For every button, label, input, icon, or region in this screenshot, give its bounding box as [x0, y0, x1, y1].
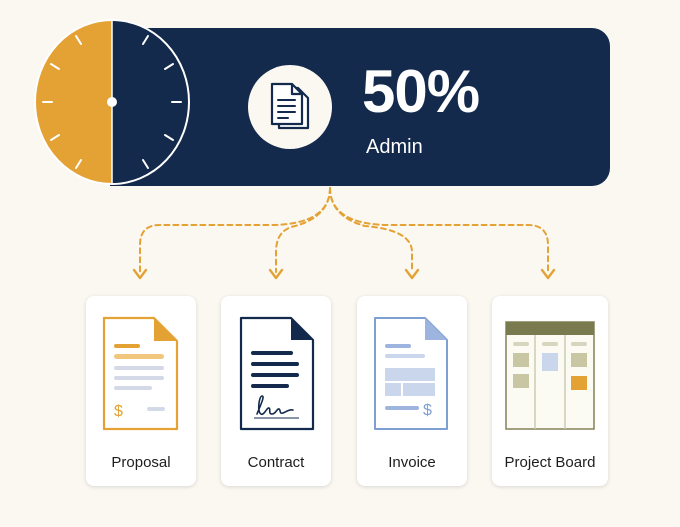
arrowhead-board — [540, 268, 556, 280]
connector-proposal — [139, 187, 331, 273]
project-board-icon — [505, 321, 595, 430]
connector-contract — [275, 187, 331, 273]
proposal-label: Proposal — [111, 454, 171, 471]
invoice-label: Invoice — [388, 454, 436, 471]
proposal-document-icon: $ — [102, 316, 179, 431]
contract-card: Contract — [221, 296, 331, 486]
arrowhead-invoice — [404, 268, 420, 280]
proposal-card: $ Proposal — [86, 296, 196, 486]
contract-document-icon — [239, 316, 315, 431]
contract-label: Contract — [247, 454, 305, 471]
admin-banner — [110, 28, 610, 186]
connector-board — [329, 187, 549, 273]
connector-invoice — [329, 187, 413, 273]
admin-percentage: 50% — [362, 58, 480, 125]
project-board-label: Project Board — [504, 454, 596, 471]
svg-text:$: $ — [114, 403, 123, 420]
invoice-document-icon: $ — [374, 317, 448, 430]
half-clock-icon — [34, 19, 190, 185]
arrowhead-contract — [268, 268, 284, 280]
document-stack-icon — [270, 82, 310, 130]
arrowhead-proposal — [132, 268, 148, 280]
project-board-card: Project Board — [492, 296, 608, 486]
header-document-badge — [248, 65, 332, 149]
invoice-card: $ Invoice — [357, 296, 467, 486]
svg-text:$: $ — [423, 402, 432, 419]
admin-label: Admin — [366, 136, 423, 158]
